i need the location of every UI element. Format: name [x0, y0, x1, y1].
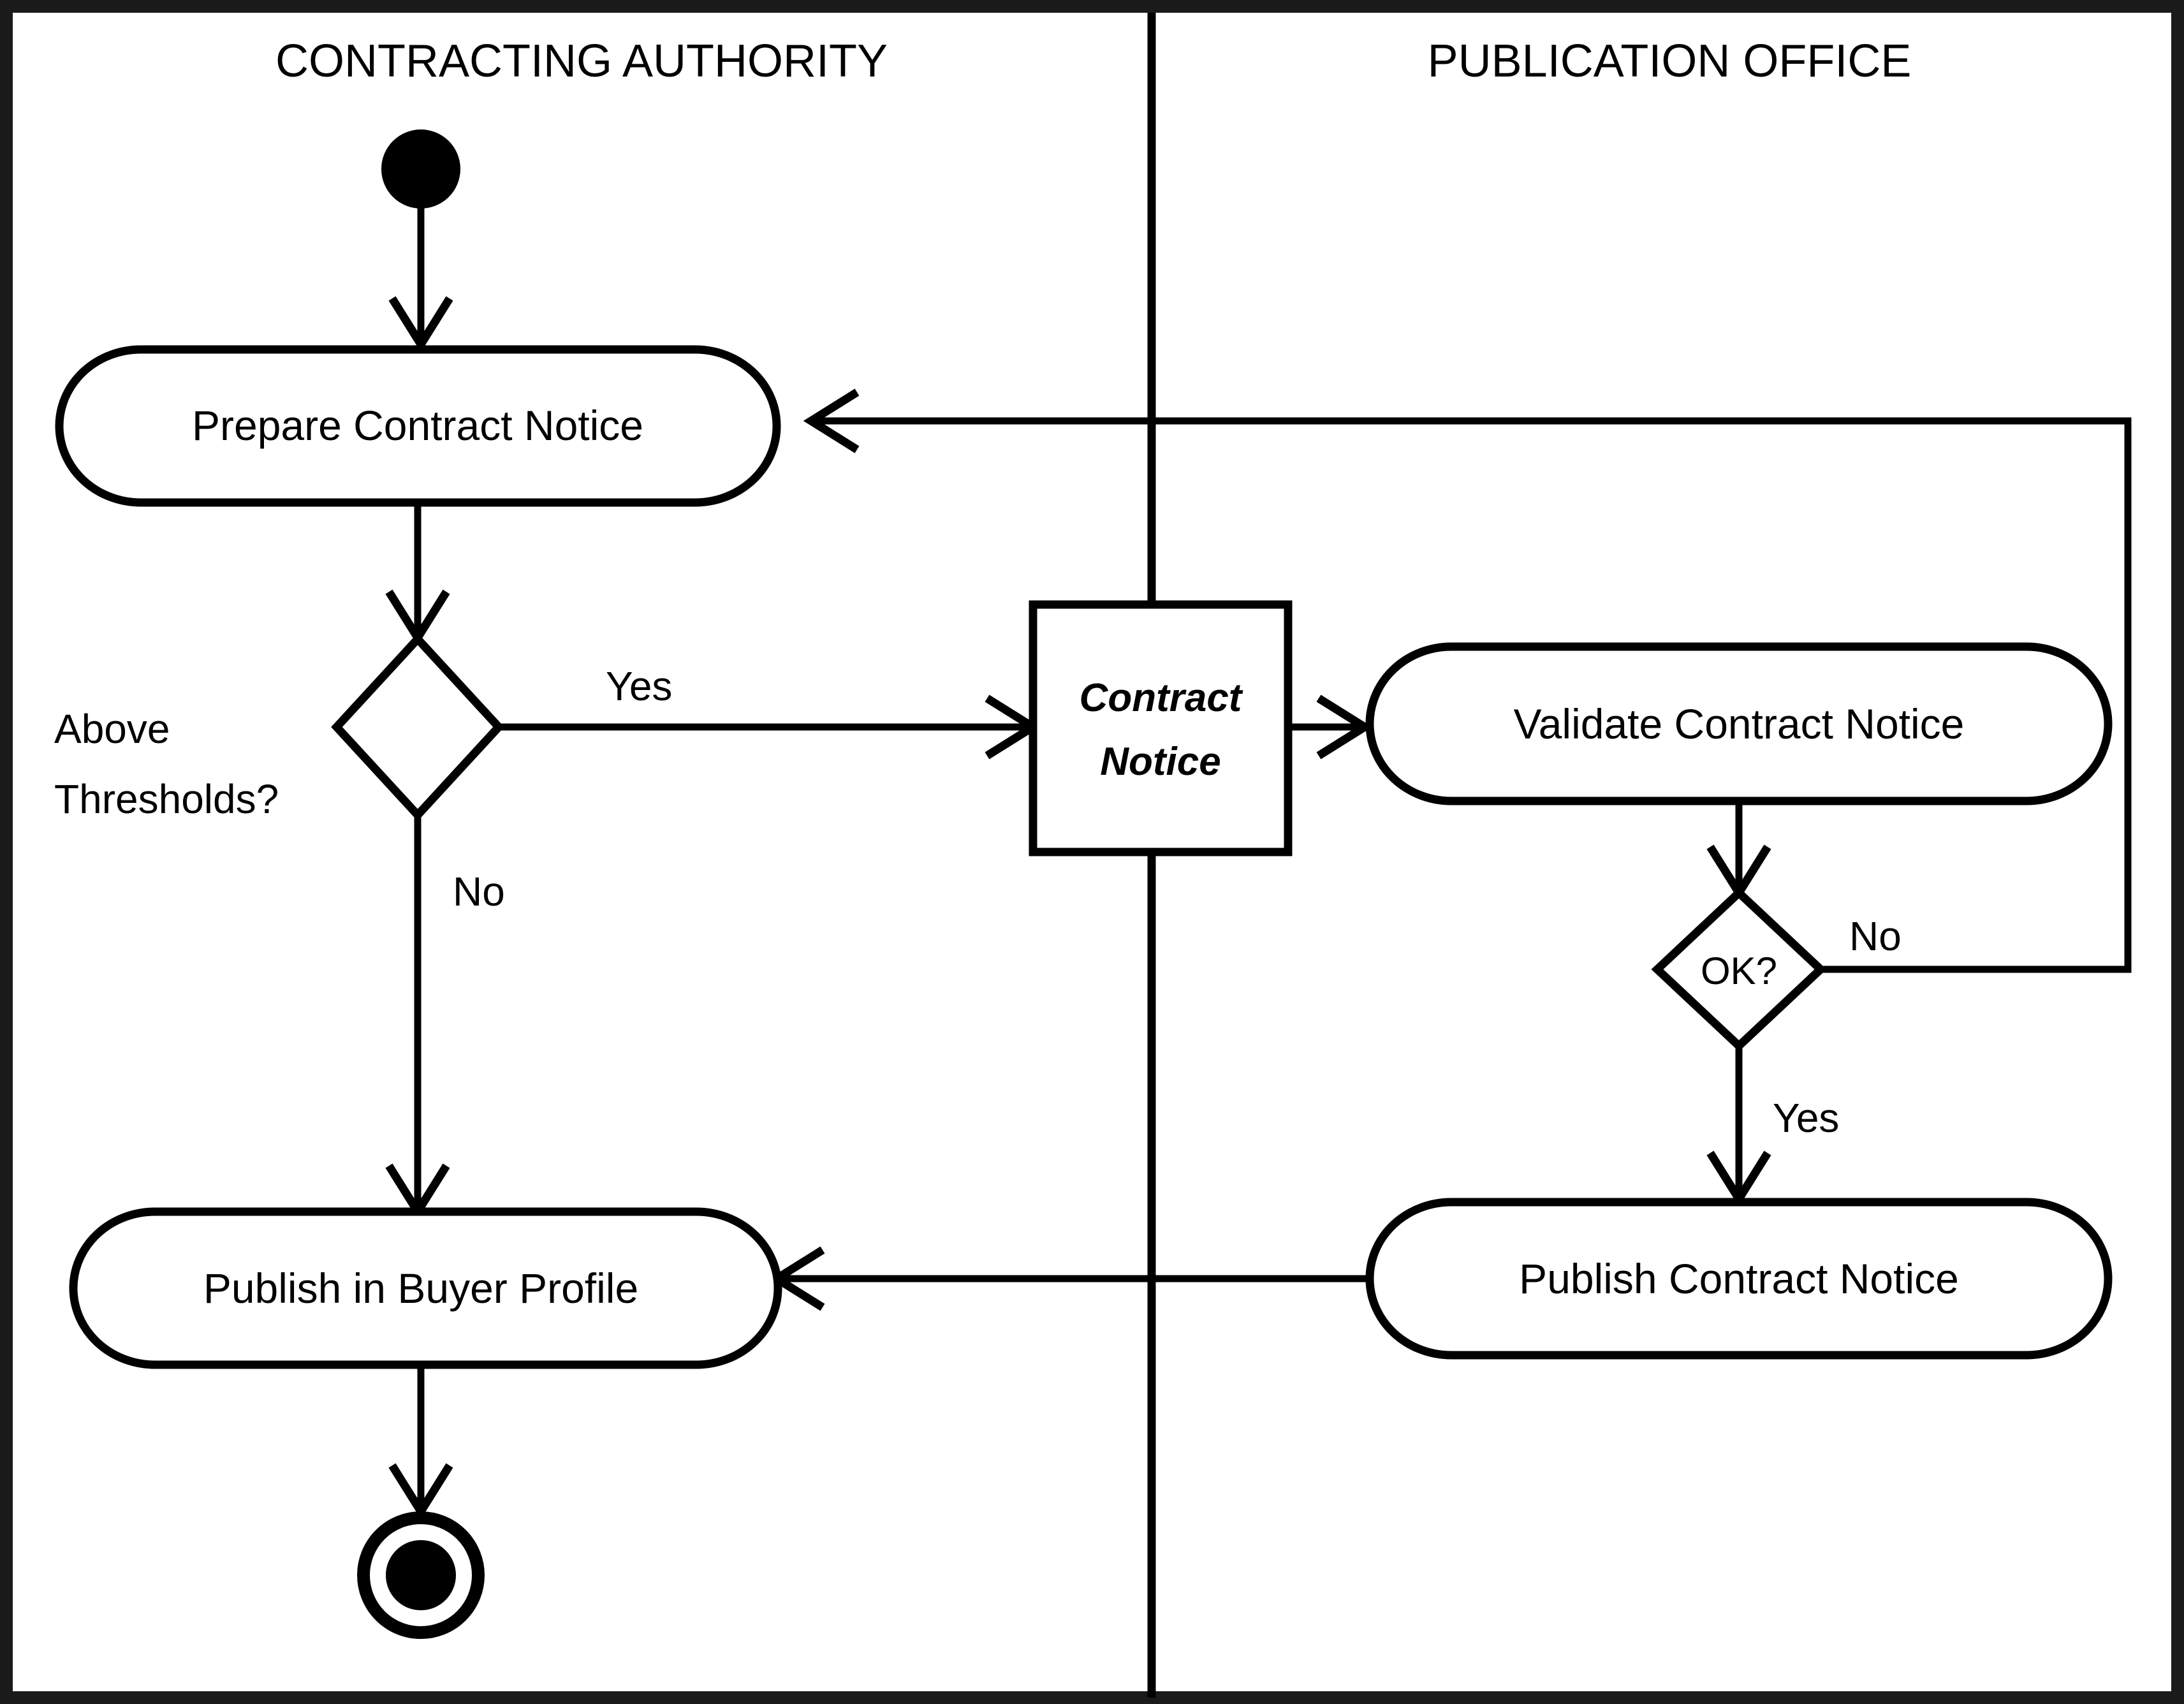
- edge-ok-no-arrowhead: [803, 388, 860, 453]
- action-validate-contract-notice-label: Validate Contract Notice: [1514, 700, 1965, 747]
- final-node-inner-dot: [386, 1540, 456, 1610]
- object-node-contract-notice-label-line2: Notice: [1100, 740, 1220, 784]
- guard-ok-yes: Yes: [1773, 1095, 1839, 1141]
- action-publish-contract-notice-label: Publish Contract Notice: [1519, 1255, 1959, 1302]
- edge-initial-prepare-arrowhead: [388, 296, 453, 353]
- decision-ok-label: OK?: [1701, 950, 1777, 992]
- decision-above-thresholds-label-line2: Thresholds?: [54, 776, 279, 822]
- swimlane-title-publication-office: PUBLICATION OFFICE: [1428, 36, 1912, 87]
- object-node-contract-notice-label-line1: Contract: [1080, 676, 1243, 720]
- action-publish-in-buyer-profile[interactable]: [69, 1207, 782, 1369]
- guard-ok-no: No: [1849, 913, 1902, 959]
- edge-object-validate-arrowhead: [1316, 694, 1373, 760]
- action-prepare-contract-notice-label: Prepare Contract Notice: [192, 402, 643, 449]
- decision-above-thresholds[interactable]: [331, 633, 504, 821]
- swimlane-title-contracting-authority: CONTRACTING AUTHORITY: [275, 36, 888, 87]
- action-publish-in-buyer-profile-label: Publish in Buyer Profile: [203, 1265, 638, 1312]
- guard-thresholds-yes: Yes: [606, 663, 672, 709]
- initial-node: [381, 129, 460, 209]
- guard-thresholds-no: No: [453, 869, 505, 914]
- decision-above-thresholds-label-line1: Above: [54, 706, 170, 752]
- edge-ok-no-line: [811, 417, 2132, 973]
- object-node-contract-notice[interactable]: [1029, 600, 1293, 856]
